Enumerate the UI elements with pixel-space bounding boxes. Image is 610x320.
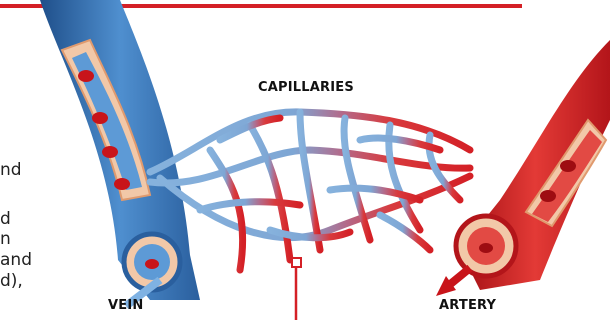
capillary-network [150, 112, 470, 270]
cut-off-text-line: n [0, 229, 11, 250]
capillaries-label: CAPILLARIES [258, 80, 354, 95]
red-blood-cell [145, 259, 159, 269]
capillary-highlight-marker [292, 258, 301, 267]
red-blood-cell [540, 190, 556, 202]
cut-off-text-line: d [0, 209, 11, 230]
red-blood-cell [92, 112, 108, 124]
vein [40, 0, 200, 306]
red-blood-cell [479, 243, 493, 253]
cut-off-text-line: and [0, 250, 32, 271]
red-blood-cell [102, 146, 118, 158]
cut-off-text-line: nd [0, 160, 22, 181]
red-blood-cell [78, 70, 94, 82]
artery-label: ARTERY [439, 298, 496, 313]
red-blood-cell [560, 160, 576, 172]
vein-label: VEIN [108, 298, 143, 313]
cut-off-text-line: d), [0, 271, 23, 292]
red-blood-cell [114, 178, 130, 190]
artery-flow-arrow [448, 268, 470, 286]
